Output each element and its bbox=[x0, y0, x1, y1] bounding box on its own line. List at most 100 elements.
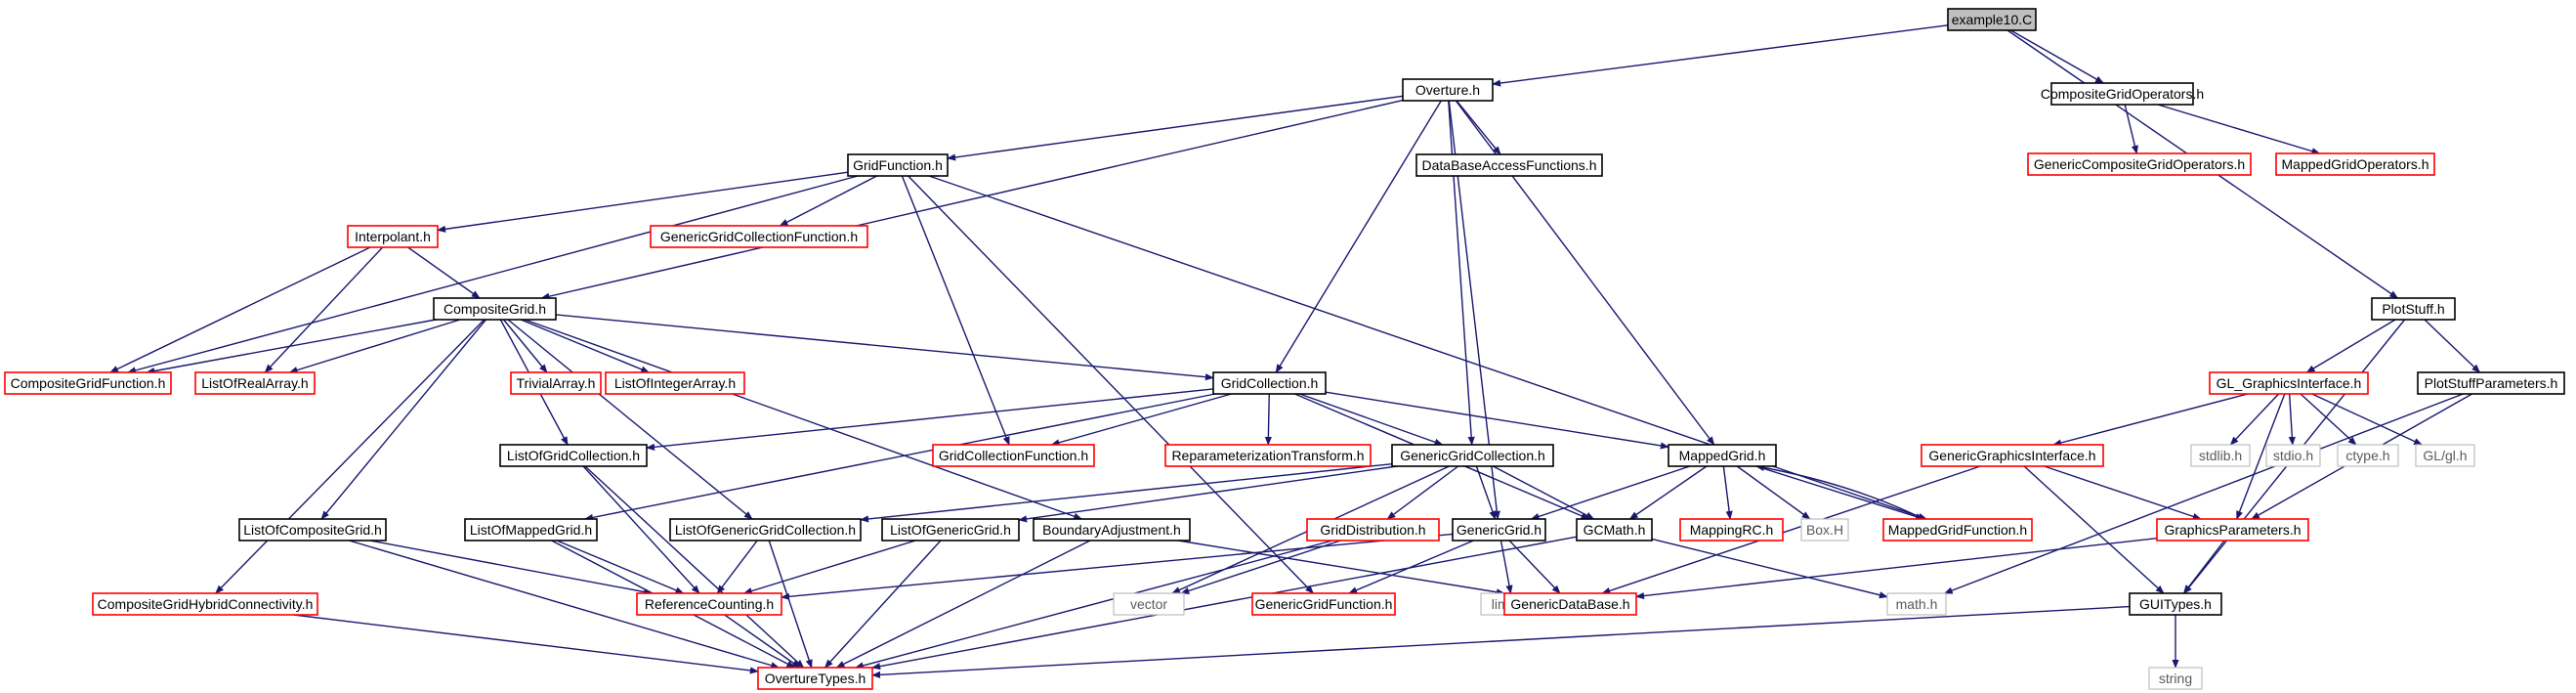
node-label-refcount: ReferenceCounting.h bbox=[645, 596, 774, 612]
node-mappingrc[interactable]: MappingRC.h bbox=[1679, 518, 1784, 541]
node-loia[interactable]: ListOfIntegerArray.h bbox=[605, 371, 745, 395]
node-gdb[interactable]: GenericDataBase.h bbox=[1503, 592, 1637, 616]
node-label-math: math.h bbox=[1896, 596, 1938, 612]
edge-mgf-to-mappedgrid bbox=[1754, 463, 1924, 520]
node-label-cghc: CompositeGridHybridConnectivity.h bbox=[98, 596, 314, 612]
node-label-interpolant: Interpolant.h bbox=[355, 229, 431, 244]
node-box-ggc bbox=[1391, 444, 1554, 467]
node-cgf[interactable]: CompositeGridFunction.h bbox=[4, 371, 172, 395]
node-plotstuff[interactable]: PlotStuff.h bbox=[2371, 297, 2456, 321]
node-refcount[interactable]: ReferenceCounting.h bbox=[636, 592, 782, 616]
node-locg[interactable]: ListOfCompositeGrid.h bbox=[238, 518, 387, 541]
edge-locg-to-overturetypes bbox=[349, 540, 781, 670]
node-box-cgo bbox=[2050, 82, 2194, 106]
edge-interpolant-to-compositegrid bbox=[407, 246, 481, 299]
node-rt[interactable]: ReparameterizationTransform.h bbox=[1164, 444, 1372, 467]
node-ggf[interactable]: GenericGridFunction.h bbox=[1251, 592, 1396, 616]
edge-genericgrid-to-refcount bbox=[781, 533, 1454, 600]
node-mappedgrid[interactable]: MappedGrid.h bbox=[1668, 444, 1777, 467]
node-ggi[interactable]: GenericGraphicsInterface.h bbox=[1921, 444, 2104, 467]
node-box-gparams bbox=[2156, 518, 2309, 541]
edge-interpolant-to-cgf bbox=[109, 246, 371, 373]
node-string: string bbox=[2148, 667, 2203, 690]
node-label-gcf: GridCollectionFunction.h bbox=[939, 448, 1088, 463]
node-glgi[interactable]: GL_GraphicsInterface.h bbox=[2209, 371, 2369, 395]
node-stdlib: stdlib.h bbox=[2190, 444, 2251, 467]
node-box-gcf bbox=[932, 444, 1095, 467]
node-label-loggc: ListOfGenericGridCollection.h bbox=[675, 522, 856, 538]
node-label-lomg: ListOfMappedGrid.h bbox=[470, 522, 592, 538]
edge-glgi-to-glgl bbox=[2311, 393, 2424, 446]
node-gparams[interactable]: GraphicsParameters.h bbox=[2156, 518, 2309, 541]
node-label-locg: ListOfCompositeGrid.h bbox=[243, 522, 382, 538]
node-cghc[interactable]: CompositeGridHybridConnectivity.h bbox=[92, 592, 318, 616]
edge-gridcollection-to-lomg bbox=[584, 393, 1216, 521]
edge-compositegrid-to-loggc bbox=[507, 319, 753, 520]
edge-glgi-to-stdio bbox=[2288, 393, 2296, 446]
node-box-compositegrid bbox=[433, 297, 557, 321]
node-guitypes[interactable]: GUITypes.h bbox=[2129, 592, 2222, 616]
node-interpolant[interactable]: Interpolant.h bbox=[347, 225, 439, 248]
node-logg[interactable]: ListOfGenericGrid.h bbox=[881, 518, 1020, 541]
edge-compositegrid-to-gridcollection bbox=[555, 314, 1214, 381]
node-genericgrid[interactable]: GenericGrid.h bbox=[1452, 518, 1546, 541]
edge-compositegrid-to-ba bbox=[525, 319, 1083, 520]
edge-gparams-to-guitypes bbox=[2182, 540, 2225, 594]
edge-ggc-to-gdist bbox=[1386, 465, 1459, 520]
dependency-edges bbox=[109, 24, 2481, 678]
node-label-gcmath: GCMath.h bbox=[1584, 522, 1646, 538]
node-mgo[interactable]: MappedGridOperators.h bbox=[2275, 152, 2435, 176]
node-box-trivial bbox=[510, 371, 602, 395]
edge-refcount-to-overturetypes bbox=[724, 614, 801, 669]
node-box-plotstuff bbox=[2371, 297, 2456, 321]
node-gridcollection[interactable]: GridCollection.h bbox=[1212, 371, 1327, 395]
node-overture[interactable]: Overture.h bbox=[1402, 78, 1494, 102]
edge-gridfunction-to-ggf bbox=[908, 175, 1314, 594]
node-label-gdist: GridDistribution.h bbox=[1320, 522, 1425, 538]
node-gcgo[interactable]: GenericCompositeGridOperators.h bbox=[2027, 152, 2252, 176]
node-box-dbaf bbox=[1415, 153, 1603, 177]
node-box-example10 bbox=[1947, 8, 2037, 31]
node-label-vector: vector bbox=[1130, 596, 1167, 612]
node-gcmath[interactable]: GCMath.h bbox=[1576, 518, 1653, 541]
node-ba[interactable]: BoundaryAdjustment.h bbox=[1033, 518, 1191, 541]
node-label-gcgo: GenericCompositeGridOperators.h bbox=[2034, 156, 2245, 172]
node-label-cgo: CompositeGridOperators.h bbox=[2041, 86, 2204, 102]
edge-mappedgrid-to-genericgrid bbox=[1530, 465, 1691, 520]
edge-compositegrid-to-cgf bbox=[146, 319, 437, 375]
node-label-stdlib: stdlib.h bbox=[2199, 448, 2242, 463]
node-gdist[interactable]: GridDistribution.h bbox=[1306, 518, 1440, 541]
node-dbaf[interactable]: DataBaseAccessFunctions.h bbox=[1415, 153, 1603, 177]
node-label-overturetypes: OvertureTypes.h bbox=[765, 671, 866, 686]
node-label-genericgrid: GenericGrid.h bbox=[1457, 522, 1541, 538]
edge-gdist-to-overturetypes bbox=[854, 540, 1333, 670]
node-box-interpolant bbox=[347, 225, 439, 248]
node-ggc[interactable]: GenericGridCollection.h bbox=[1391, 444, 1554, 467]
node-compositegrid[interactable]: CompositeGrid.h bbox=[433, 297, 557, 321]
node-overturetypes[interactable]: OvertureTypes.h bbox=[757, 667, 873, 690]
edge-overture-to-gridcollection bbox=[1275, 100, 1442, 373]
node-logc[interactable]: ListOfGridCollection.h bbox=[499, 444, 648, 467]
node-box-ba bbox=[1033, 518, 1191, 541]
node-label-gridcollection: GridCollection.h bbox=[1221, 375, 1319, 391]
node-ggcf[interactable]: GenericGridCollectionFunction.h bbox=[650, 225, 868, 248]
node-example10[interactable]: example10.C bbox=[1947, 8, 2037, 31]
node-box-guitypes bbox=[2129, 592, 2222, 616]
node-box-mappingrc bbox=[1679, 518, 1784, 541]
node-loggc[interactable]: ListOfGenericGridCollection.h bbox=[669, 518, 862, 541]
edge-cghc-to-overturetypes bbox=[293, 614, 759, 674]
node-psp[interactable]: PlotStuffParameters.h bbox=[2417, 371, 2565, 395]
node-gridfunction[interactable]: GridFunction.h bbox=[847, 153, 949, 177]
node-cgo[interactable]: CompositeGridOperators.h bbox=[2041, 82, 2204, 106]
node-gcf[interactable]: GridCollectionFunction.h bbox=[932, 444, 1095, 467]
edge-glgi-to-ggi bbox=[2052, 393, 2249, 447]
node-lomg[interactable]: ListOfMappedGrid.h bbox=[464, 518, 598, 541]
node-box-genericgrid bbox=[1452, 518, 1546, 541]
edge-example10-to-cgo bbox=[2009, 29, 2104, 84]
edge-loggc-to-refcount bbox=[716, 540, 758, 594]
node-trivial[interactable]: TrivialArray.h bbox=[510, 371, 602, 395]
node-lora[interactable]: ListOfRealArray.h bbox=[194, 371, 316, 395]
node-mgf[interactable]: MappedGridFunction.h bbox=[1882, 518, 2033, 541]
node-label-trivial: TrivialArray.h bbox=[517, 375, 596, 391]
